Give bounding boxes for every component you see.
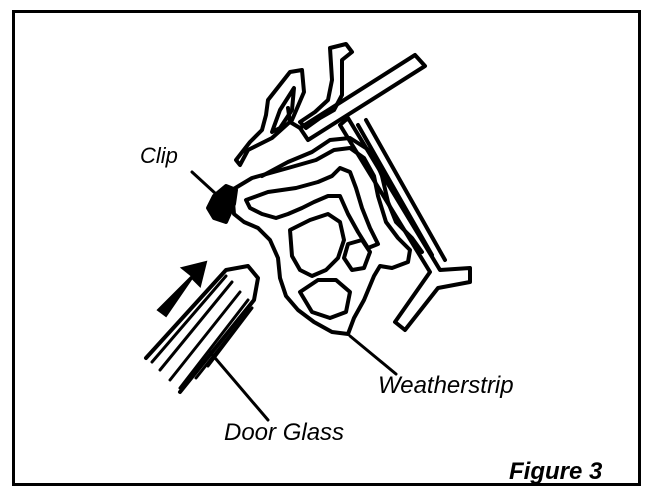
figure-border bbox=[12, 10, 641, 486]
figure-caption: Figure 3 bbox=[509, 458, 603, 485]
weatherstrip-label: Weatherstrip bbox=[378, 372, 514, 399]
weatherstrip-body bbox=[230, 136, 424, 336]
direction-arrow-icon bbox=[156, 260, 208, 318]
leader-lines bbox=[190, 170, 398, 422]
clip-shape bbox=[206, 184, 238, 224]
upper-retainer bbox=[234, 42, 354, 167]
door-frame bbox=[286, 53, 472, 332]
door-glass-label: Door Glass bbox=[224, 419, 345, 446]
door-glass-shape bbox=[144, 264, 260, 394]
clip-label: Clip bbox=[140, 143, 178, 168]
